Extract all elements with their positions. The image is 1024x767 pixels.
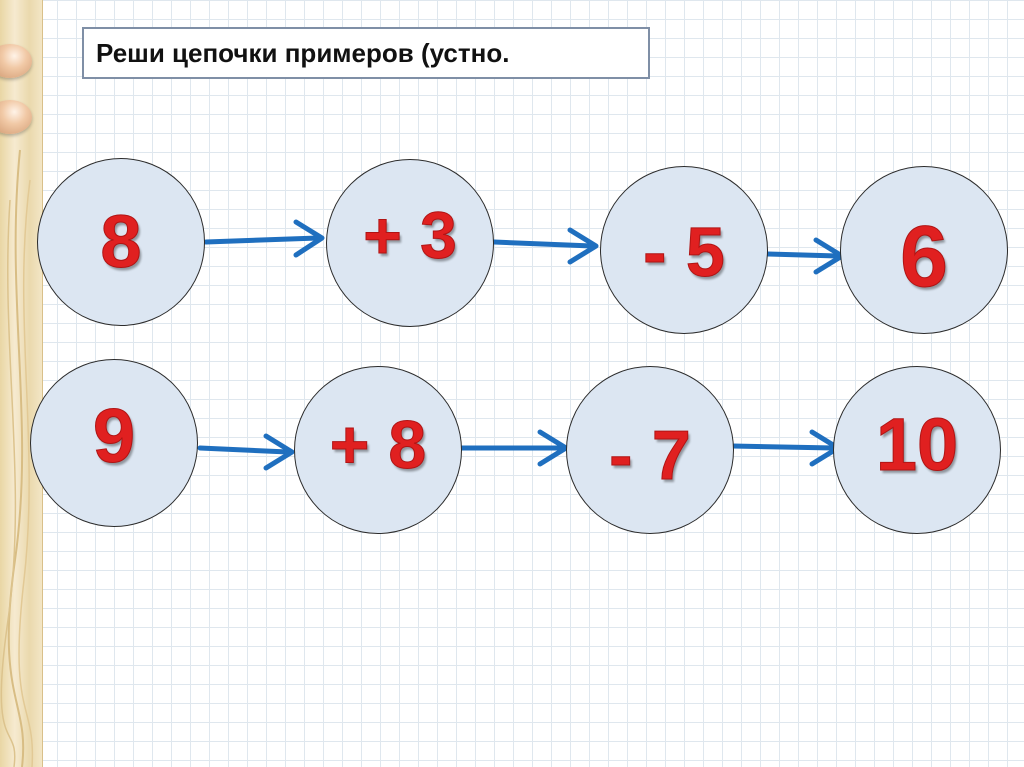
chain2-step1-operation: + 8 <box>329 407 427 483</box>
chain1-step2-operation: - 5 <box>643 213 726 291</box>
chain1-result-number: 6 <box>900 209 949 305</box>
chain2-result-circle: 10 <box>833 366 1001 534</box>
arrow-icon <box>765 237 845 275</box>
arrow-icon <box>729 429 841 467</box>
page-title: Реши цепочки примеров (устно. <box>96 37 510 68</box>
arrow-icon <box>459 429 569 467</box>
wave-pattern-icon <box>0 149 34 767</box>
arrow-icon <box>491 227 599 265</box>
decorative-side-strip <box>0 0 43 767</box>
chain1-result-circle: 6 <box>840 166 1008 334</box>
chain2-start-circle: 9 <box>30 359 198 527</box>
chain1-start-circle: 8 <box>37 158 205 326</box>
chain2-step1-circle: + 8 <box>294 366 462 534</box>
chain1-step2-circle: - 5 <box>600 166 768 334</box>
chain2-step2-circle: - 7 <box>566 366 734 534</box>
chain2-start-number: 9 <box>92 394 136 479</box>
chain1-step1-circle: + 3 <box>326 159 494 327</box>
arrow-icon <box>197 433 295 471</box>
chain1-step1-operation: + 3 <box>363 198 458 272</box>
chain2-step2-operation: - 7 <box>609 416 692 494</box>
chain1-start-number: 8 <box>100 200 142 283</box>
chain2-result-number: 10 <box>875 403 959 486</box>
arrow-icon <box>203 219 325 258</box>
title-box: Реши цепочки примеров (устно. <box>82 27 650 79</box>
